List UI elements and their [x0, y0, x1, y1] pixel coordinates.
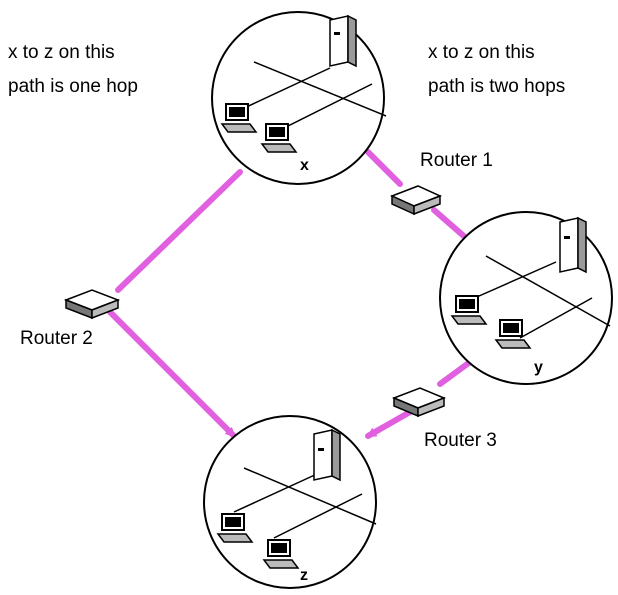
link-network-x-to-router1	[365, 149, 403, 187]
link-network-x-to-router2	[115, 169, 243, 293]
node-label-y: y	[534, 359, 543, 376]
annotation-left-line2: path is one hop	[8, 76, 138, 97]
workstation-icon	[450, 295, 488, 325]
annotation-right-line2: path is two hops	[428, 76, 565, 97]
router2-icon	[63, 289, 121, 320]
link-router2-to-network-z	[107, 309, 237, 439]
router3-icon	[391, 387, 447, 418]
server-icon	[559, 216, 587, 274]
link-router1-to-network-y	[431, 207, 469, 241]
node-label-z: z	[300, 567, 308, 584]
workstation-icon	[220, 103, 258, 133]
links	[107, 149, 473, 439]
link-router3-to-network-z	[365, 409, 413, 439]
link-network-y-to-router3	[437, 359, 473, 387]
workstation-z-icon	[262, 539, 300, 569]
network-y: y	[439, 211, 613, 385]
network-z: z	[203, 415, 377, 589]
workstation-x-icon	[260, 123, 298, 153]
router3-label: Router 3	[424, 430, 497, 451]
network-x: x	[211, 11, 387, 185]
annotation-right-line1: x to z on this	[428, 42, 535, 63]
router1-icon	[390, 185, 442, 216]
router2-label: Router 2	[20, 328, 93, 349]
node-label-x: x	[300, 157, 309, 174]
server-icon	[313, 428, 341, 482]
workstation-icon	[216, 513, 254, 543]
server-icon	[329, 14, 357, 68]
workstation-y-icon	[494, 319, 532, 349]
router1-label: Router 1	[420, 150, 493, 171]
annotation-left-line1: x to z on this	[8, 42, 115, 63]
